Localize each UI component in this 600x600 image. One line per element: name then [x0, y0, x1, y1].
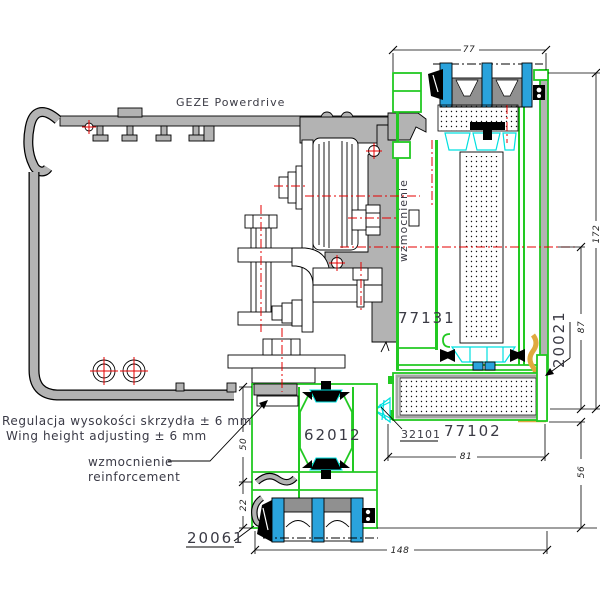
glide-strip	[481, 62, 493, 108]
reinforcement-label-pl: wzmocnienie	[88, 455, 173, 469]
adjustment-bolt	[351, 204, 381, 236]
keeper-block	[362, 508, 375, 523]
reinforcement-label-en: reinforcement	[88, 470, 180, 484]
adjustment-holes	[90, 357, 148, 385]
part-label-connector: 32101	[401, 428, 441, 441]
axle-stub	[278, 165, 303, 210]
leader-lines	[168, 322, 571, 548]
dim-sill-width: 81	[460, 452, 472, 462]
roller-carriage-mechanism	[227, 137, 390, 384]
part-label-threshold: 62012	[304, 426, 362, 444]
dimensions: 77 172 87 56 81	[238, 43, 600, 556]
crosshair	[82, 120, 382, 271]
t-slot-fins	[92, 125, 215, 142]
roller-wheel	[312, 137, 359, 251]
dim-lower-height: 87	[577, 321, 587, 333]
upper-glazing-gaskets	[444, 122, 517, 151]
connector-32101	[373, 396, 391, 424]
drive-name-label: GEZE Powerdrive	[176, 96, 285, 109]
dim-total-height: 172	[592, 225, 600, 244]
part-label-frame-gasket: 20021	[550, 310, 568, 368]
dim-threshold-height: 50	[239, 438, 249, 450]
threshold-assembly	[251, 381, 378, 543]
dim-sill-height: 56	[577, 466, 587, 478]
frame-outer-wall	[539, 69, 549, 371]
dim-total-width: 148	[391, 546, 410, 556]
glide-strip	[521, 62, 533, 108]
dim-wing-width: 77	[463, 45, 475, 55]
centerlines	[82, 105, 576, 392]
part-label-bottom-seal: 20061	[187, 529, 245, 547]
text-labels: GEZE Powerdrive Regulacja wysokości skrz…	[2, 96, 568, 547]
sill-profile-77102	[388, 354, 548, 422]
reinforcement-plate	[256, 395, 299, 407]
part-label-sill: 77102	[444, 422, 502, 440]
reinforcement-vertical-label: wzmocnienie	[397, 179, 410, 262]
reinforcement-leader	[168, 403, 265, 462]
base-plate	[227, 354, 346, 369]
angle-mark	[380, 340, 390, 353]
connector-leader	[380, 406, 403, 430]
adjust-label-en: Wing height adjusting ± 6 mm	[6, 429, 207, 443]
lock-keeper	[533, 85, 545, 100]
lower-glazing-bead	[440, 346, 525, 371]
dim-seal-height: 22	[239, 499, 249, 511]
part-label-wing-profile: 77131	[398, 309, 456, 327]
wing-top-chamber	[392, 72, 422, 113]
hanger-plate	[301, 139, 314, 333]
bottom-seal-20061	[257, 497, 378, 543]
clamp-bolt	[237, 214, 293, 326]
adjust-label-pl: Regulacja wysokości skrzydła ± 6 mm	[2, 414, 252, 428]
bottom-seal-leader	[233, 525, 255, 542]
bushing	[271, 299, 303, 327]
